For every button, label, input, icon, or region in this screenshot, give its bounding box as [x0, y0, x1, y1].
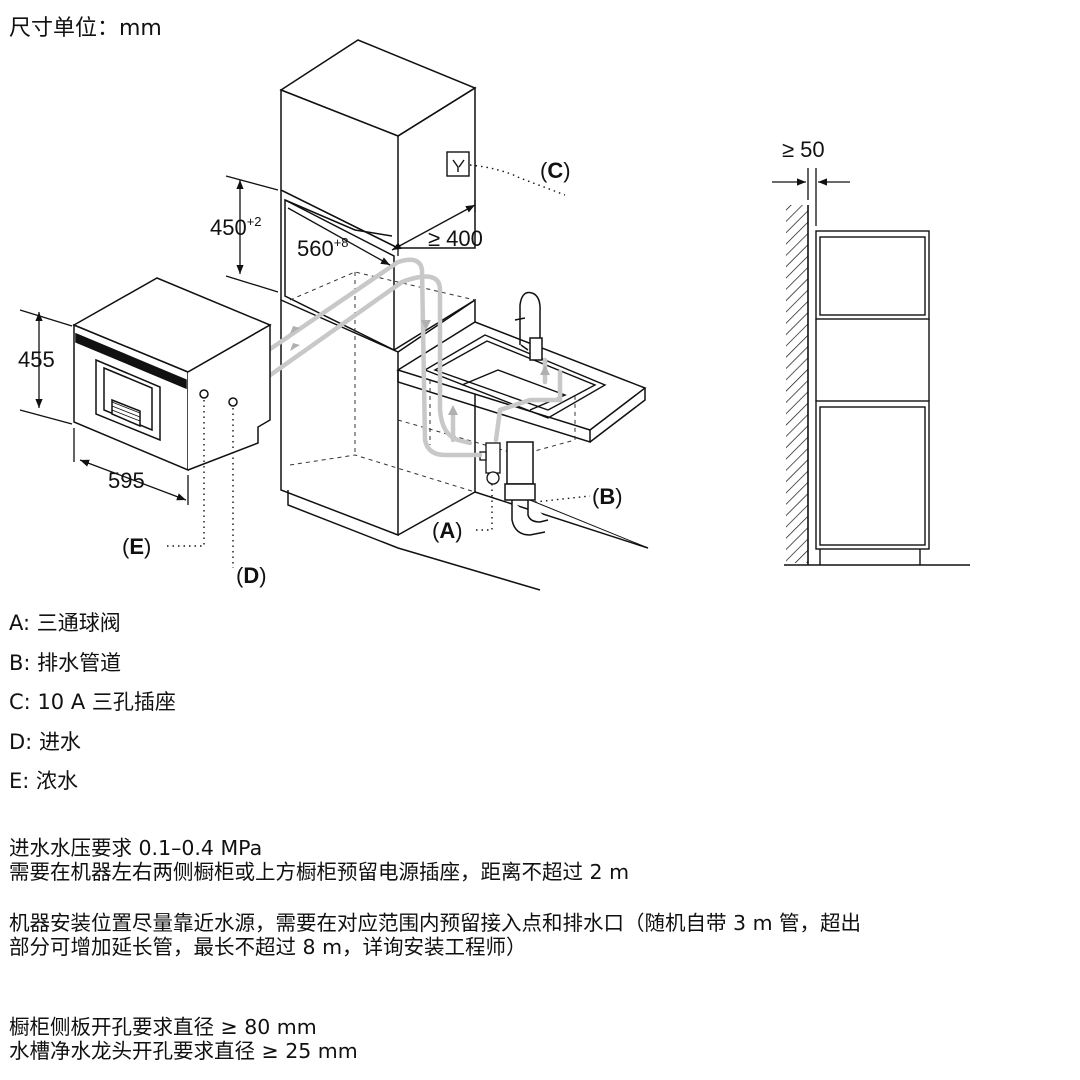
- unit-label: 尺寸单位：mm: [9, 16, 162, 41]
- niche-height-value: 450: [210, 215, 247, 240]
- notes-install: 机器安装位置尽量靠近水源，需要在对应范围内预留接入点和排水口（随机自带 3 m …: [9, 911, 1069, 959]
- legend: A: 三通球阀 B: 排水管道 C: 10 A 三孔插座 D: 进水 E: 浓水: [9, 604, 176, 802]
- niche-depth-label: ≥ 400: [428, 226, 483, 251]
- pipe-arrows: [290, 320, 550, 415]
- note-faucet-hole: 水槽净水龙头开孔要求直径 ≥ 25 mm: [9, 1039, 358, 1063]
- legend-key: E:: [9, 769, 30, 793]
- legend-text: 三通球阀: [36, 611, 121, 635]
- tall-cabinet: [279, 39, 477, 549]
- legend-key: D:: [9, 729, 33, 754]
- legend-item-c: C: 10 A 三孔插座: [9, 683, 176, 723]
- appliance-dimension-lines: [19, 309, 189, 505]
- legend-item-a: A: 三通球阀: [9, 604, 176, 644]
- niche-height-tolerance: +2: [247, 214, 262, 229]
- callout-d-letter: D: [243, 563, 259, 588]
- legend-text: 10 A 三孔插座: [37, 690, 176, 714]
- sink: [423, 334, 607, 419]
- legend-key: A:: [9, 611, 31, 635]
- side-view: [772, 168, 970, 566]
- niche-width-value: 560: [297, 236, 334, 261]
- water-pipes: [207, 257, 563, 458]
- appliance-height-label: 455: [18, 347, 55, 372]
- faucet: [514, 291, 543, 361]
- legend-text: 排水管道: [37, 650, 122, 675]
- legend-text: 浓水: [36, 769, 79, 793]
- niche-dimension-lines: [225, 175, 476, 293]
- under-sink-hidden-lines: [397, 380, 576, 456]
- legend-text: 进水: [38, 729, 81, 754]
- niche-height-label: 450+2: [210, 214, 262, 240]
- callout-leaders: [165, 164, 591, 568]
- callout-e: (E): [122, 534, 151, 559]
- callout-a: (A): [432, 518, 463, 543]
- three-way-valve: [479, 442, 501, 485]
- socket-icon: [446, 151, 470, 177]
- wall-gap-label: ≥ 50: [782, 137, 825, 162]
- callout-a-letter: A: [439, 518, 455, 543]
- note-water-pressure: 进水水压要求 0.1–0.4 MPa: [9, 836, 263, 860]
- legend-item-b: B: 排水管道: [9, 644, 176, 684]
- note-cabinet-hole: 橱柜侧板开孔要求直径 ≥ 80 mm: [9, 1015, 317, 1039]
- legend-key: C:: [9, 690, 31, 714]
- callout-c: (C): [540, 158, 571, 183]
- callout-d: (D): [236, 563, 267, 588]
- callout-b: (B): [592, 484, 623, 509]
- niche-width-tolerance: +8: [334, 235, 349, 250]
- legend-item-e: E: 浓水: [9, 762, 176, 802]
- note-install-line2: 部分可增加延长管，最长不超过 8 m，详询安装工程师）: [9, 935, 527, 959]
- cabinet-hidden-lines: [289, 271, 476, 493]
- legend-item-d: D: 进水: [9, 723, 176, 763]
- notes-power-water: 进水水压要求 0.1–0.4 MPa 需要在机器左右两侧橱柜或上方橱柜预留电源插…: [9, 836, 1069, 884]
- legend-key: B:: [9, 650, 31, 675]
- notes-holes: 橱柜侧板开孔要求直径 ≥ 80 mm 水槽净水龙头开孔要求直径 ≥ 25 mm: [9, 1015, 1069, 1063]
- note-install-line1: 机器安装位置尽量靠近水源，需要在对应范围内预留接入点和排水口（随机自带 3 m …: [9, 911, 862, 935]
- niche-width-label: 560+8: [297, 235, 349, 261]
- callout-c-letter: C: [547, 158, 563, 183]
- callout-b-letter: B: [599, 484, 615, 509]
- coffee-machine: [72, 277, 272, 472]
- drain-pipe: [504, 441, 549, 536]
- note-power-socket: 需要在机器左右两侧橱柜或上方橱柜预留电源插座，距离不超过 2 m: [9, 860, 630, 884]
- appliance-width-label: 595: [108, 468, 145, 493]
- callout-e-letter: E: [129, 534, 144, 559]
- installation-diagram: 455 595 450+2 560+8 ≥ 400 (C) (B) (A) (D…: [18, 39, 970, 591]
